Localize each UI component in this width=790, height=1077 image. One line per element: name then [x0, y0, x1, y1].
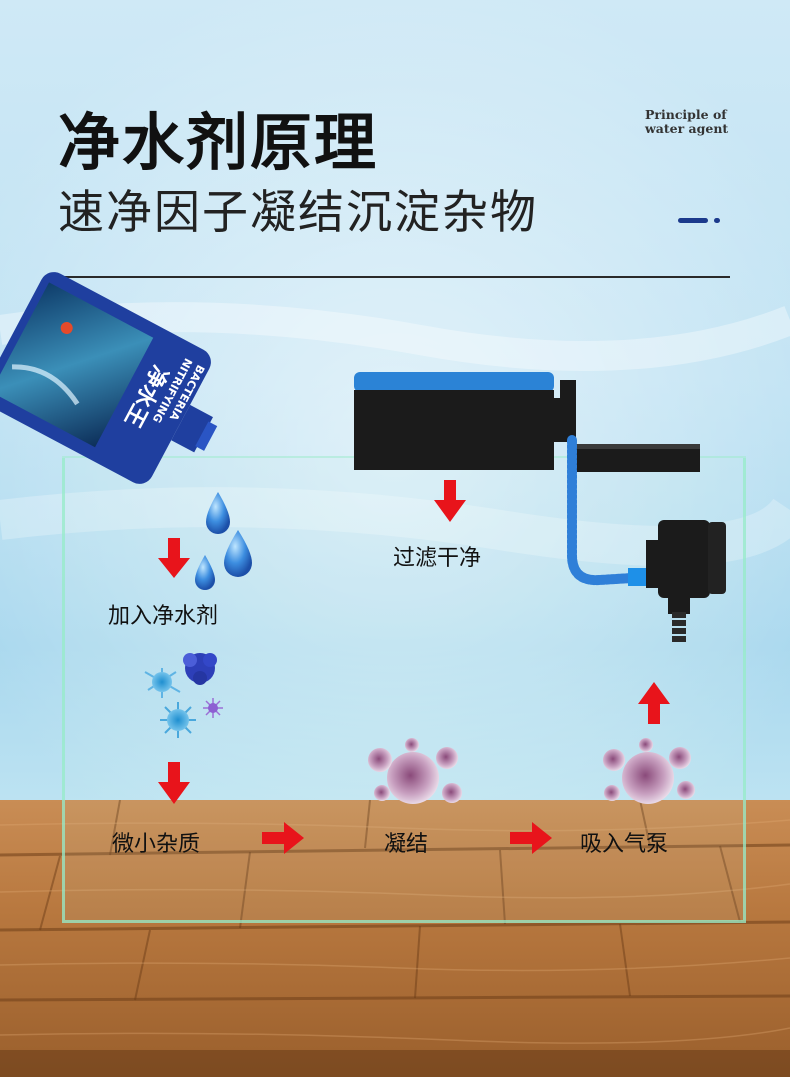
arrow-down-icon [158, 762, 190, 804]
arrow-up-icon [638, 682, 670, 724]
accent-dash [678, 218, 708, 223]
bacteria-icon [144, 653, 223, 738]
english-caption: Principle of water agent [645, 108, 735, 136]
arrow-down-icon [158, 538, 190, 578]
pump-icon [628, 520, 726, 642]
step-into-pump: 吸入气泵 [580, 832, 669, 857]
page-subtitle: 速净因子凝结沉淀杂物 [58, 185, 538, 239]
english-caption-line2: water agent [645, 121, 729, 136]
arrow-right-icon [510, 822, 552, 854]
english-caption-line1: Principle of [645, 107, 727, 122]
hose-icon [567, 435, 637, 586]
arrow-down-icon [434, 480, 466, 522]
arrow-right-icon [262, 822, 304, 854]
page-title: 净水剂原理 [58, 106, 379, 179]
bottle-icon: 净水王 NITRIFYING BACTERIA [0, 272, 218, 484]
particle-cluster-icon [368, 738, 462, 804]
particle-cluster-icon [603, 738, 695, 804]
step-tiny-impurities: 微小杂质 [112, 832, 201, 857]
step-add-agent: 加入净水剂 [108, 604, 219, 629]
filter-box-icon [354, 372, 700, 472]
divider [60, 276, 730, 278]
step-filter-clean: 过滤干净 [393, 546, 482, 571]
wood-planks [0, 800, 790, 1077]
step-flocculate: 凝结 [384, 832, 429, 857]
accent-dot [714, 218, 720, 223]
water-drop-icon [195, 492, 252, 590]
